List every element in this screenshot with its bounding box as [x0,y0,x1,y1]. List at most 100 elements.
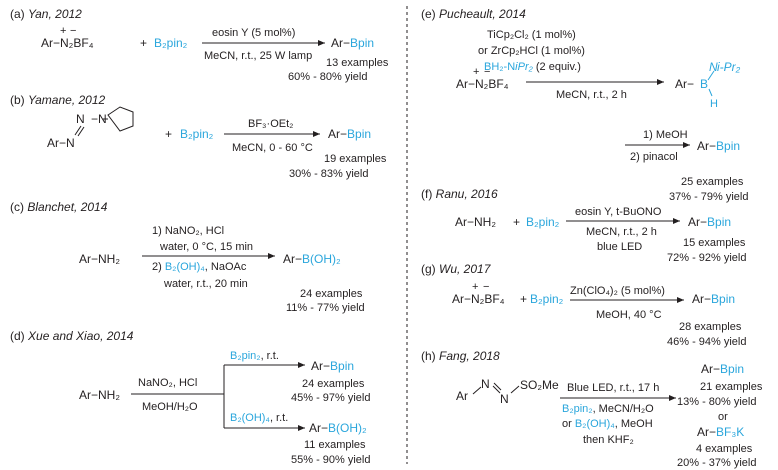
lower-product-prefix: Ar− [309,421,328,435]
product-prefix: Ar− [328,127,347,141]
svg-text:Ar: Ar [456,389,468,403]
product-prefix: Ar− [311,359,330,373]
reagent: B₂pin₂ [530,292,564,306]
lower-yield: 55% - 90% yield [291,454,371,466]
condition-3-borane: BH₂-N [484,61,515,73]
substrate: Ar−NH₂ [455,215,496,229]
panel-h: (h) Fang, 2018 Ar N N SO₂Me Blue LED, r.… [421,349,763,469]
panel-author: Wu, 2017 [439,262,492,276]
svg-text:Ar−Bpin: Ar−Bpin [692,292,735,306]
step2-condition-2: 2) pinacol [630,151,678,163]
svg-text:(c) Blanchet, 2014: (c) Blanchet, 2014 [10,200,108,214]
svg-text:N: N [481,377,490,391]
condition-below: MeCN, 0 - 60 °C [232,142,313,154]
svg-text:(e) Pucheault, 2014: (e) Pucheault, 2014 [421,7,526,21]
product-boron: Bpin [707,215,731,229]
panel-b: (b) Yamane, 2012 N −N Ar−N + B₂pin₂ BF₃·… [10,93,387,180]
svg-text:SO₂Me: SO₂Me [520,378,559,392]
svg-text:−N: −N [91,112,107,126]
reagent: B₂pin₂ [526,215,560,229]
condition-2-solvent: , MeCN/H₂O [593,403,655,415]
condition-4: then KHF₂ [583,434,634,446]
panel-label: (d) [10,329,25,343]
svg-text:BH₂-NiPr₂ (2 equiv.): BH₂-NiPr₂ (2 equiv.) [484,61,581,73]
or-separator: or [718,411,728,423]
panel-author: Fang, 2018 [439,349,500,363]
product-boron: Bpin [716,139,740,153]
condition-below: MeOH/H₂O [142,401,198,413]
condition-1: 1) NaNO₂, HCl [152,225,224,237]
charge-minus: − [483,281,489,293]
svg-text:Ar−Bpin: Ar−Bpin [701,362,744,376]
lower-condition: , r.t. [270,412,288,424]
svg-text:(a) Yan, 2012: (a) Yan, 2012 [10,7,82,21]
lower-examples: 11 examples [304,439,366,451]
panel-a: (a) Yan, 2012 + − Ar−N₂BF₄ + B₂pin₂ eosi… [10,7,389,83]
arrow-head [318,40,325,46]
product-boron: Bpin [350,36,374,50]
panel-label: (g) [421,262,436,276]
arrow-head [677,297,684,303]
yield: 72% - 92% yield [667,252,747,264]
condition-3-equiv: (2 equiv.) [533,61,581,73]
svg-text:B₂pin₂, MeCN/H₂O: B₂pin₂, MeCN/H₂O [562,403,654,415]
panel-e: (e) Pucheault, 2014 TiCp₂Cl₂ (1 mol%) or… [421,7,749,203]
reagent: B₂pin₂ [180,127,214,141]
panel-label: (e) [421,7,436,21]
svg-text:B: B [700,77,708,91]
examples: 24 examples [300,288,363,300]
svg-text:2) B₂(OH)₄, NaOAc: 2) B₂(OH)₄, NaOAc [152,261,247,273]
panel-f: (f) Ranu, 2016 Ar−NH₂ + B₂pin₂ eosin Y, … [421,187,747,264]
condition-above: NaNO₂, HCl [138,377,197,389]
panel-label: (h) [421,349,436,363]
plus-sign: + [140,36,147,50]
arrow-head [298,425,305,431]
charge-minus: − [484,66,490,78]
product-prefix: Ar− [692,292,711,306]
yield-1: 13% - 80% yield [677,396,757,408]
substrate: Ar−N [47,136,75,150]
condition-above: BF₃·OEt₂ [248,118,293,130]
triazene-structure: N −N [74,106,134,137]
panel-author: Yan, 2012 [28,7,82,21]
condition-2: or ZrCp₂HCl (1 mol%) [478,45,585,57]
substrate: Ar−NH₂ [79,252,120,266]
substrate: Ar−N₂BF₄ [456,77,509,91]
product-2-boron: BF₃K [716,425,744,439]
substrate: Ar−NH₂ [79,388,120,402]
panel-author: Xue and Xiao, 2014 [27,329,134,343]
svg-text:i-Pr₂: i-Pr₂ [717,60,741,74]
panel-g: (g) Wu, 2017 + − Ar−N₂BF₄ + B₂pin₂ Zn(Cl… [421,262,747,348]
arrow-head [683,142,690,148]
yield-2: 20% - 37% yield [677,457,757,469]
examples-1: 21 examples [700,381,763,393]
product-1-boron: Bpin [720,362,744,376]
upper-reagent: B₂pin₂ [230,350,261,362]
yield: 11% - 77% yield [286,302,365,314]
svg-text:N: N [500,392,509,406]
condition-1: TiCp₂Cl₂ (1 mol%) [487,29,576,41]
svg-text:(f) Ranu, 2016: (f) Ranu, 2016 [421,187,498,201]
svg-text:(g) Wu, 2017: (g) Wu, 2017 [421,262,492,276]
panel-label: (a) [10,7,25,21]
panel-author: Blanchet, 2014 [27,200,107,214]
examples: 19 examples [324,153,387,165]
condition-1: Blue LED, r.t., 17 h [567,382,659,394]
azosulfone-structure: Ar N N SO₂Me [456,377,559,406]
product-prefix: Ar− [697,139,716,153]
svg-text:N: N [709,60,718,74]
condition-3-or: or [562,418,575,430]
plus-sign: + [165,127,172,141]
svg-text:(h) Fang, 2018: (h) Fang, 2018 [421,349,500,363]
lower-product-boron: B(OH)₂ [328,421,367,435]
product-2-prefix: Ar− [697,425,716,439]
condition-3-step: 2) [152,261,165,273]
yield: 46% - 94% yield [667,336,747,348]
svg-text:(d) Xue and Xiao, 2014: (d) Xue and Xiao, 2014 [10,329,134,343]
svg-text:H: H [710,98,718,110]
examples-2: 4 examples [696,443,753,455]
panel-label: (c) [10,200,24,214]
svg-text:Ar−Bpin: Ar−Bpin [331,36,374,50]
reagent: B₂pin₂ [154,36,188,50]
upper-condition: , r.t. [261,350,279,362]
